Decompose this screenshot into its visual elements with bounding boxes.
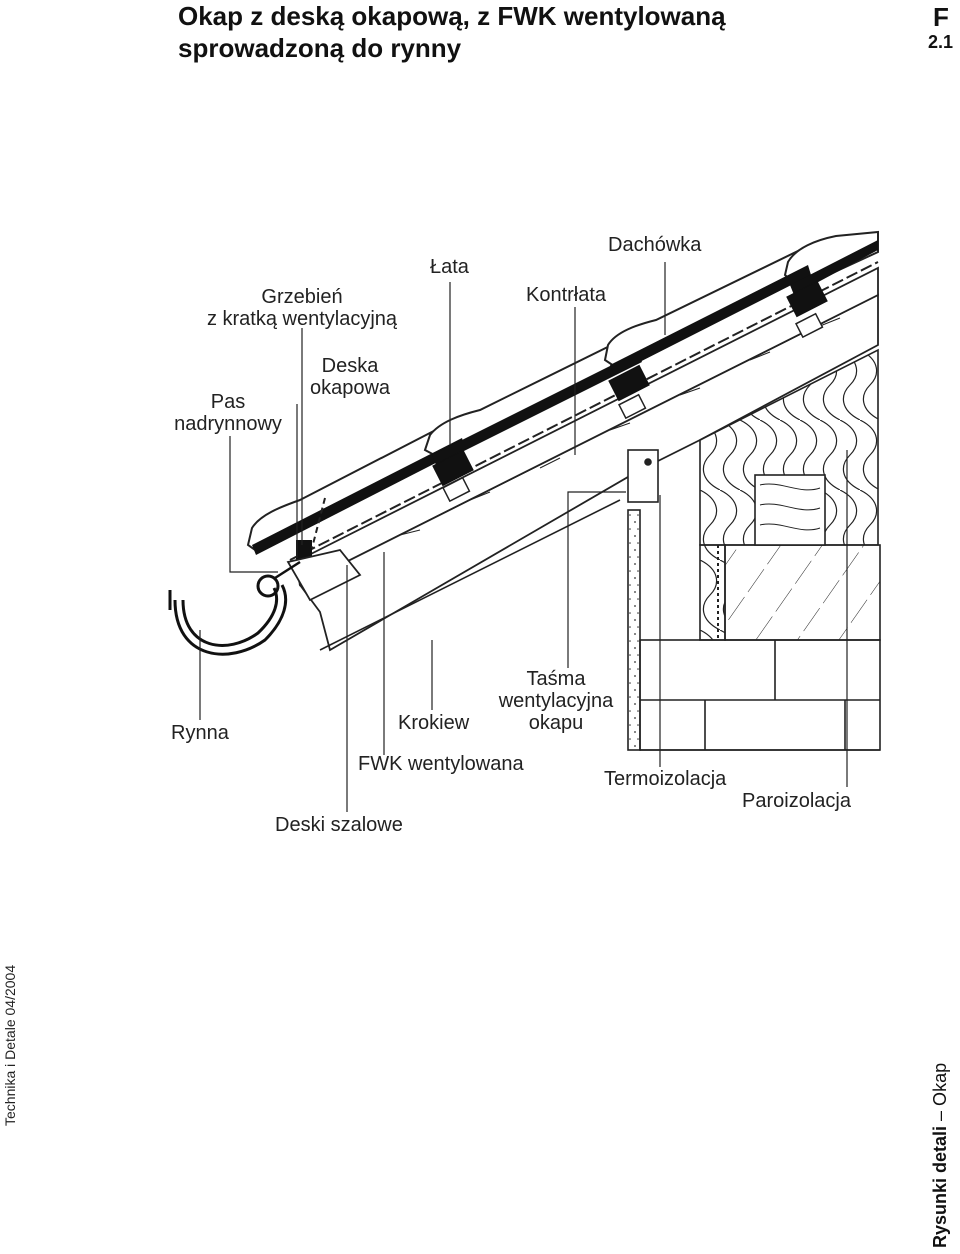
battens [432, 280, 828, 487]
section-name: Rysunki detali [930, 1125, 950, 1248]
label-paroizolacja: Paroizolacja [742, 790, 851, 812]
counter-battens [442, 312, 824, 503]
label-deska-2: okapowa [309, 377, 391, 399]
plaster-strip [627, 509, 641, 751]
label-pas-nadrynnowy: Pas nadrynnowy [166, 391, 290, 435]
label-pas-1: Pas [210, 391, 246, 413]
label-deski-szalowe: Deski szalowe [275, 814, 403, 836]
label-grzebien: Grzebień z kratką wentylacyjną [196, 286, 408, 330]
label-lata: Łata [430, 256, 469, 278]
sidebar-left: Technika i Detale 04/2004 [2, 964, 24, 1128]
label-fwk: FWK wentylowana [358, 753, 524, 775]
label-kontrlata: Kontrłata [526, 284, 607, 306]
page-title: Okap z deską okapową, z FWK wentylowaną … [178, 0, 726, 64]
section-code-letter: F [933, 2, 949, 32]
sidebar-right: Rysunki detali – Okap [928, 1055, 958, 1250]
label-tasma: Taśma wentylacyjna okapu [488, 668, 624, 734]
section-separator: – [930, 1105, 950, 1126]
tile-undersides [252, 240, 878, 555]
drip-edge [274, 560, 301, 580]
label-tasma-3: okapu [528, 712, 584, 734]
title-line-1: Okap z deską okapową, z FWK wentylowaną [178, 1, 726, 31]
section-topic: Okap [930, 1062, 950, 1106]
rafter [298, 293, 879, 652]
label-deska-1: Deska [321, 355, 379, 377]
ring-beam [724, 544, 881, 641]
label-pas-2: nadrynnowy [174, 413, 282, 435]
eaves-board [286, 548, 362, 602]
brick-wall [639, 639, 881, 751]
label-deska-okapowa: Deska okapowa [300, 355, 400, 399]
label-tasma-1: Taśma [526, 668, 586, 690]
label-krokiew: Krokiew [398, 712, 470, 734]
leader-lines [199, 262, 848, 812]
label-dachowka: Dachówka [608, 234, 702, 256]
label-termoizolacja: Termoizolacja [604, 768, 727, 790]
gutter [168, 574, 288, 656]
section-code-number: 2.1 [928, 32, 954, 52]
label-grzebien-2: z kratką wentylacyjną [206, 308, 398, 330]
eave-vent-tape [319, 449, 659, 651]
thermal-insulation [699, 348, 879, 641]
label-grzebien-1: Grzebień [261, 286, 343, 308]
label-tasma-2: wentylacyjna [498, 690, 614, 712]
label-rynna: Rynna [171, 722, 229, 744]
title-line-2: sprowadzoną do rynny [178, 33, 462, 63]
publication-info: Technika i Detale 04/2004 [2, 964, 18, 1126]
